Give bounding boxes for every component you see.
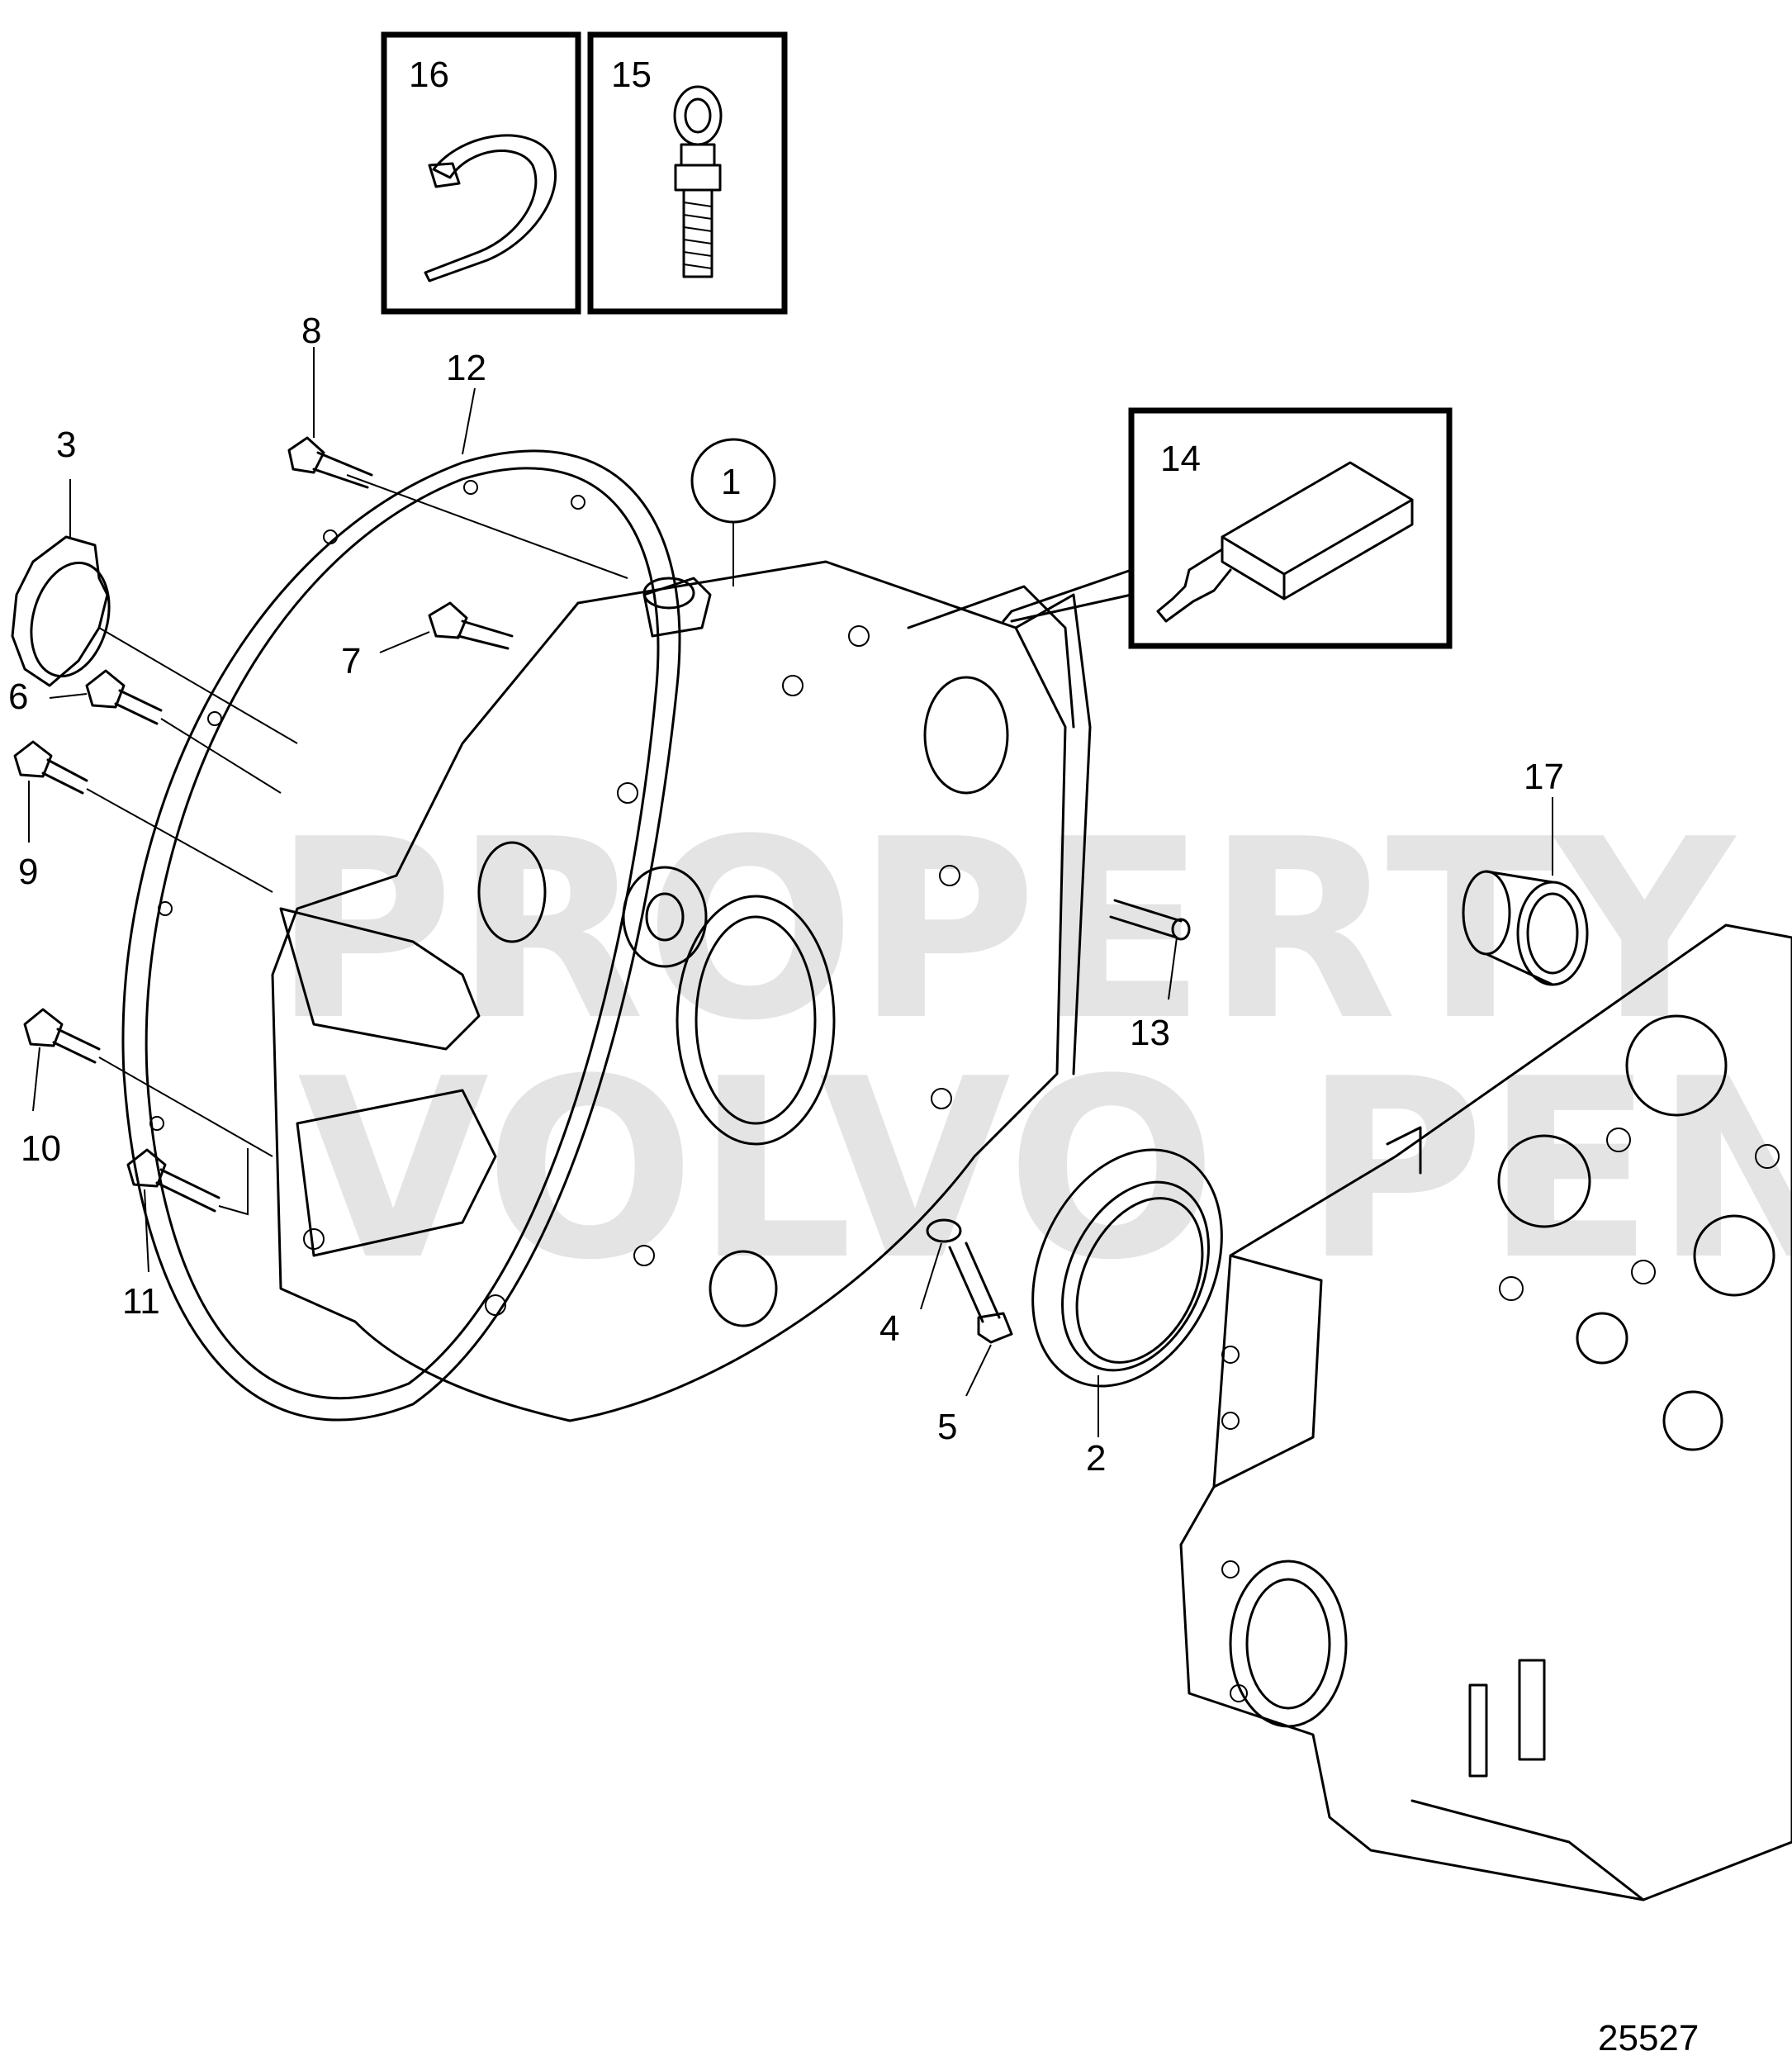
watermark-line-1: PROPERTY OF [273,786,1792,1075]
callout-6: 6 [8,677,28,717]
callout-13: 13 [1130,1013,1170,1053]
callout-3: 3 [56,425,76,465]
drawing-number: 25527 [1598,2018,1699,2058]
cable-tie-icon [424,134,557,282]
watermark: PROPERTY OF VOLVO PENTA [273,786,1792,1314]
bolt-10 [23,1008,101,1064]
callout-1-circle [690,438,776,524]
lifting-eye-bolt-icon [673,85,723,278]
watermark-line-2: VOLVO PENTA [297,1026,1792,1314]
dowel-pin [1109,899,1191,941]
callout-4: 4 [879,1308,899,1349]
callout-8: 8 [301,311,321,351]
bolt-11 [126,1148,220,1213]
bolt-7 [428,601,514,650]
bolt-9 [13,740,88,795]
crankshaft-seal [1031,1148,1223,1388]
callout-11: 11 [122,1281,160,1322]
callout-2: 2 [1086,1438,1106,1479]
sealant-tube-icon [1221,461,1414,601]
bolt-8 [287,436,373,489]
housing-gasket [121,449,681,1422]
callout-14: 14 [1160,439,1201,479]
callout-15: 15 [611,55,652,95]
washer-and-screw [926,1218,1013,1344]
callout-1: 1 [721,462,741,502]
inset-lifting-eye: 15 [587,31,788,315]
callout-10: 10 [21,1128,61,1169]
inset-cable-tie: 16 [381,31,581,315]
sleeve [1462,870,1589,986]
callout-7: 7 [341,641,361,681]
bolt-6 [85,669,163,725]
leader-lines [28,347,1553,1437]
inset-sealant-tube: 14 [1002,407,1453,649]
callout-16: 16 [409,55,449,95]
callout-17: 17 [1524,757,1564,797]
callout-12: 12 [446,348,486,388]
engine-block [1179,923,1792,1901]
callout-5: 5 [937,1407,957,1447]
cover-plug [11,535,111,687]
flywheel-housing [271,560,1092,1422]
callout-9: 9 [18,852,38,892]
callouts: 1 2 3 4 5 6 7 8 9 10 11 12 13 17 [8,311,1564,1479]
